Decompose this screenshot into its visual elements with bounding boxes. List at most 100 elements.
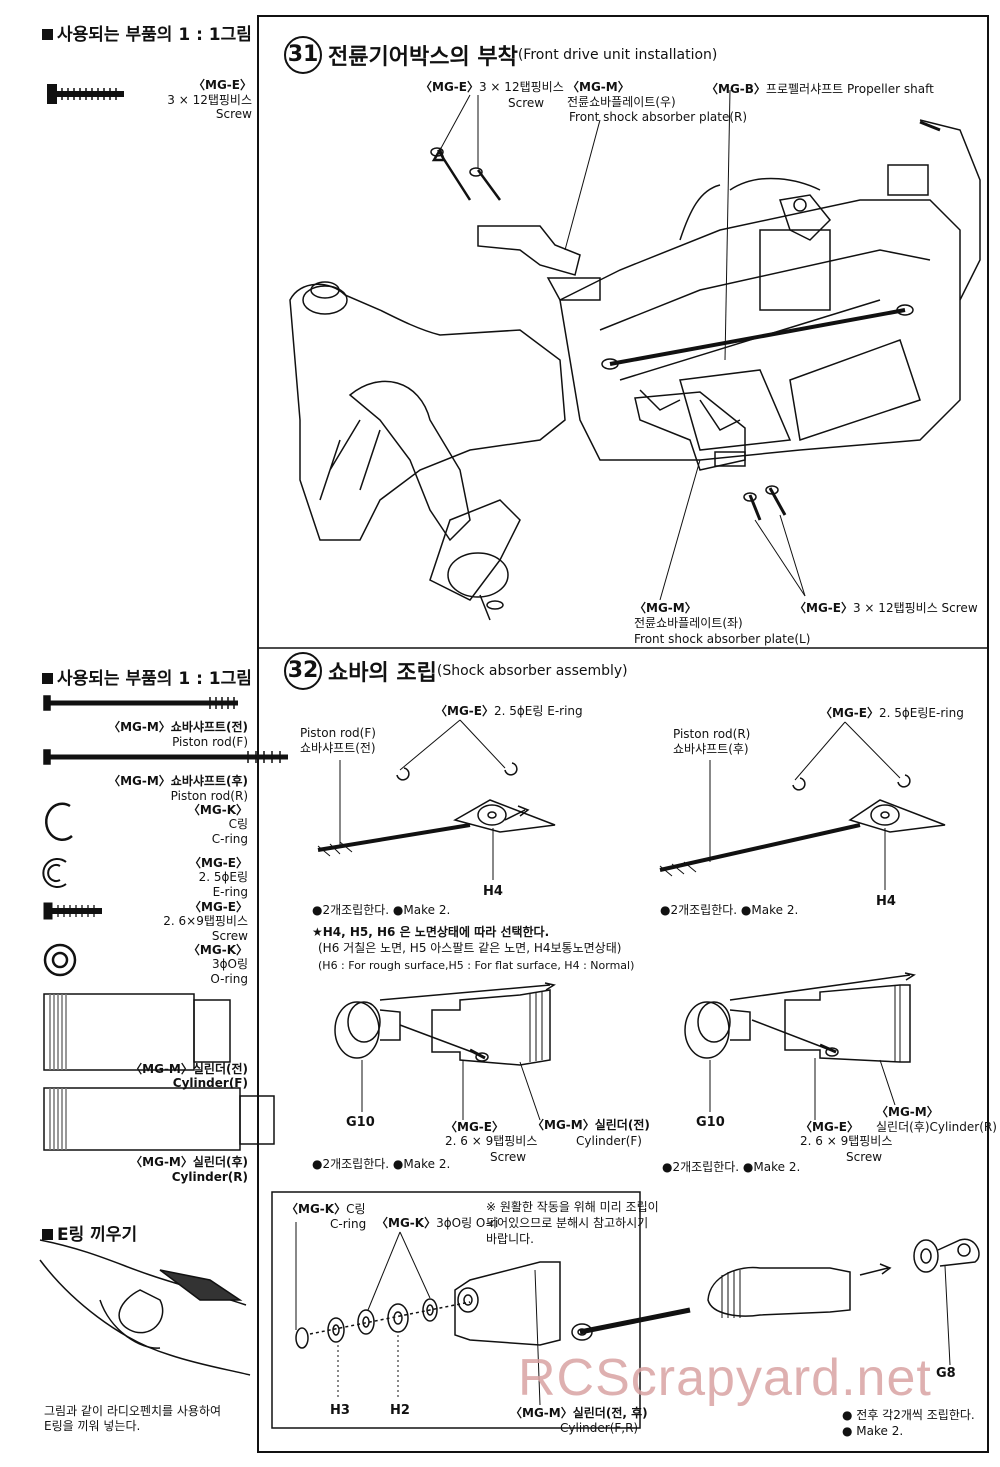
plate-r-code: 〈MG-M〉 — [567, 80, 630, 94]
front-drive-unit-illustration — [289, 119, 981, 621]
rod-f-en: Piston rod(F) — [300, 726, 376, 740]
ering-header: E링 끼우기 — [42, 1220, 137, 1245]
e-ring-icon — [42, 858, 67, 888]
h2-label: H2 — [390, 1403, 410, 1418]
g10-label: G10 — [696, 1115, 725, 1130]
shock-final-assembly-illustration — [571, 1238, 980, 1341]
h4-label: H4 — [483, 884, 503, 899]
make2-note: ●2개조립한다. ●Make 2. — [662, 1160, 801, 1174]
cylinder-f-en: Cylinder(F) — [576, 1134, 642, 1148]
cylinder-r-icon — [43, 1087, 275, 1151]
ering-note: E링을 끼워 넣는다. — [44, 1419, 141, 1433]
screw-code: 〈MG-E〉 — [445, 1120, 504, 1134]
part-ko: 2. 6×9탭핑비스 — [163, 914, 248, 928]
h4-label: H4 — [876, 894, 896, 909]
part-name: Piston rod(R) — [170, 789, 248, 803]
piston-rod-assembly-r — [659, 774, 946, 877]
screw-code: 〈MG-E〉 — [800, 1120, 859, 1134]
part-ko: 2. 5ϕE링 — [198, 870, 248, 884]
final-note-en: ● Make 2. — [842, 1424, 904, 1438]
part-name: Screw — [211, 929, 248, 943]
piston-rod-assembly-f — [317, 762, 556, 857]
pre-assembly-note: ※ 원활한 작동을 위해 미리 조립이 — [486, 1200, 659, 1214]
pre-assembly-note: 되어있으므로 분해시 참고하시기 — [486, 1216, 649, 1230]
watermark: RCScrapyard.net — [518, 1349, 932, 1407]
make2-note: ●2개조립한다. ●Make 2. — [312, 903, 451, 917]
cylinder-r-text: 실린더(후)Cylinder(R) — [876, 1120, 997, 1134]
ering-right-label: 〈MG-E〉2. 5ϕE링E-ring — [820, 706, 964, 720]
part-code: 〈MG-K〉 — [187, 943, 248, 957]
select-note: ★H4, H5, H6 은 노면상태에 따라 선택한다. — [312, 925, 550, 939]
cylinder-r-code: 〈MG-M〉 — [876, 1105, 939, 1119]
select-detail: (H6 거칠은 노면, H5 아스팔트 같은 노면, H4보통노면상태) — [318, 941, 622, 955]
screw-3x12-icon — [47, 84, 124, 104]
cylinder-fr-en: Cylinder(F,R) — [560, 1421, 639, 1435]
pliers-hand-illustration — [39, 1239, 251, 1376]
part-code: 〈MG-E〉 — [189, 856, 248, 870]
plate-r-ko: 전륜쇼바플레이트(우) — [567, 95, 676, 109]
part-code: 〈MG-M〉쇼바샤프트(전) — [108, 720, 248, 734]
part-code: 〈MG-M〉실린더(후) — [130, 1155, 248, 1169]
cylinder-assembly-r — [684, 972, 916, 1063]
part-name: C-ring — [211, 832, 248, 846]
parts-header-2: 사용되는 부품의 1 : 1그림 — [42, 664, 252, 689]
select-en: (H6 : For rough surface,H5 : For flat su… — [318, 959, 635, 972]
part-code: 〈MG-M〉쇼바샤프트(후) — [108, 774, 248, 788]
part-name: Cylinder(F) — [172, 1076, 248, 1090]
piston-rod-f-icon — [43, 695, 238, 711]
ring-set-illustration — [295, 1261, 561, 1349]
part-name: O-ring — [210, 972, 248, 986]
part-code: 〈MG-M〉실린더(전) — [130, 1062, 248, 1076]
part-ko: 3ϕO링 — [211, 957, 248, 971]
o-ring-label: 〈MG-K〉3ϕO링 O-ri — [376, 1216, 499, 1230]
part-code: 〈MG-E〉 — [193, 78, 252, 92]
part-name: Screw — [215, 107, 252, 121]
screw-top-name: Screw — [508, 96, 545, 110]
cylinder-f-code: 〈MG-M〉실린더(전) — [532, 1118, 650, 1132]
part-name: Piston rod(F) — [172, 735, 248, 749]
c-ring-icon — [45, 802, 73, 841]
plate-l-code: 〈MG-M〉 — [634, 601, 697, 615]
c-ring-label: 〈MG-K〉C링 — [286, 1202, 366, 1216]
parts-header-1: 사용되는 부품의 1 : 1그림 — [42, 20, 252, 45]
screw-name: Screw — [490, 1150, 527, 1164]
step-number: 31 — [284, 36, 322, 74]
screw-top-label: 〈MG-E〉3 × 12탭핑비스 — [420, 80, 564, 94]
make2-note: ●2개조립한다. ●Make 2. — [312, 1157, 451, 1171]
screw-2-6x9-icon — [43, 902, 102, 920]
step-31-title: 31 전륜기어박스의 부착 (Front drive unit installa… — [284, 36, 717, 74]
step-32-title: 32 쇼바의 조립 (Shock absorber assembly) — [284, 652, 628, 690]
rod-f-ko: 쇼바샤프트(전) — [300, 741, 376, 755]
ering-note: 그림과 같이 라디오펜치를 사용하여 — [44, 1404, 222, 1418]
g10-label: G10 — [346, 1115, 375, 1130]
rod-r-en: Piston rod(R) — [673, 727, 751, 741]
propeller-shaft-label: 〈MG-B〉프로펠러샤프트 Propeller shaft — [706, 82, 934, 96]
rod-r-ko: 쇼바샤프트(후) — [673, 742, 749, 756]
c-ring-en: C-ring — [330, 1217, 367, 1231]
part-code: 〈MG-E〉 — [189, 900, 248, 914]
screw-size: 2. 6 × 9탭핑비스 — [800, 1134, 893, 1148]
screw-bottom-label: 〈MG-E〉3 × 12탭핑비스 Screw — [794, 601, 978, 615]
plate-r-en: Front shock absorber plate(R) — [569, 110, 748, 124]
g8-label: G8 — [936, 1366, 956, 1381]
part-code: 〈MG-K〉 — [187, 803, 248, 817]
cylinder-fr-code: 〈MG-M〉실린더(전, 후) — [510, 1406, 648, 1420]
h3-label: H3 — [330, 1403, 350, 1418]
step-number: 32 — [284, 652, 322, 690]
part-ko: C링 — [228, 817, 248, 831]
pre-assembly-note: 바랍니다. — [486, 1232, 534, 1246]
screw-name: Screw — [846, 1150, 883, 1164]
screw-size: 2. 6 × 9탭핑비스 — [445, 1134, 538, 1148]
part-name: Cylinder(R) — [171, 1170, 248, 1184]
part-name: E-ring — [212, 885, 248, 899]
o-ring-icon — [43, 943, 77, 977]
cylinder-f-icon — [43, 993, 231, 1071]
plate-l-ko: 전륜쇼바플레이트(좌) — [634, 616, 743, 630]
final-note-ko: ● 전후 각2개씩 조립한다. — [842, 1408, 975, 1422]
cylinder-assembly-f — [334, 982, 556, 1066]
part-size: 3 × 12탭핑비스 — [167, 93, 252, 107]
piston-rod-r-icon — [43, 749, 288, 765]
make2-note: ●2개조립한다. ●Make 2. — [660, 903, 799, 917]
plate-l-en: Front shock absorber plate(L) — [634, 632, 811, 646]
